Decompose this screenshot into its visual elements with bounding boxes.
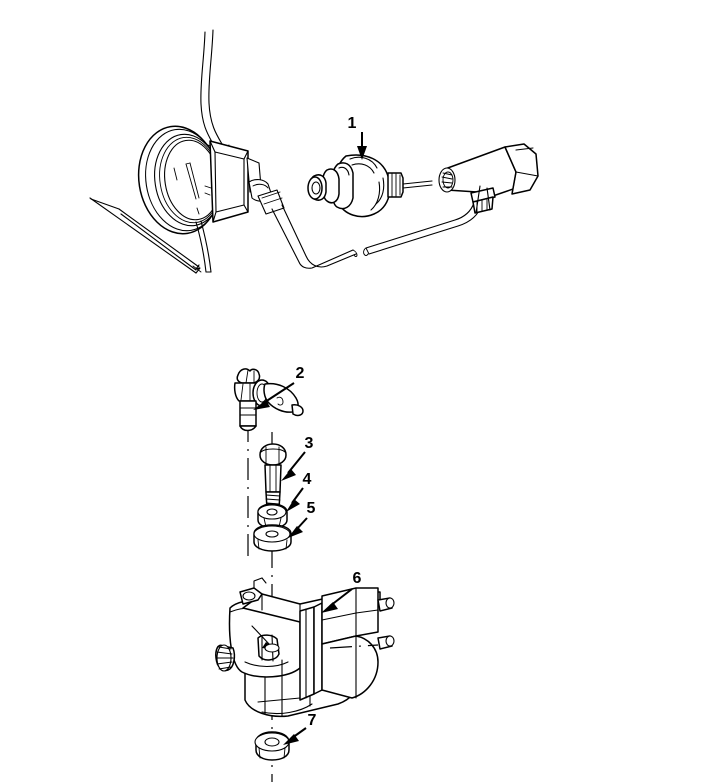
gauge-needle xyxy=(173,162,212,215)
callout-7: 7 xyxy=(283,712,317,745)
flat-washer xyxy=(253,524,292,552)
callout-2-label: 2 xyxy=(296,365,305,382)
elbow-fitting xyxy=(233,368,304,432)
lockwasher xyxy=(257,503,288,529)
bottom-washer xyxy=(254,731,290,761)
callout-5: 5 xyxy=(288,500,316,538)
callout-3: 3 xyxy=(281,435,314,481)
callout-6-label: 6 xyxy=(353,570,362,587)
tee-fitting xyxy=(438,143,539,214)
callout-5-label: 5 xyxy=(307,500,316,517)
callout-4: 4 xyxy=(286,471,312,512)
low-air-pressure-switch xyxy=(307,154,433,218)
dash-panel-edge xyxy=(89,197,202,274)
gauge-hose-connector xyxy=(246,157,285,215)
upper-assembly-group: 1 xyxy=(89,29,539,274)
governor-body xyxy=(215,577,395,718)
callout-3-label: 3 xyxy=(305,435,314,452)
callout-2: 2 xyxy=(253,365,305,410)
gauge-housing xyxy=(195,140,249,273)
callout-6: 6 xyxy=(321,570,362,613)
callout-7-label: 7 xyxy=(308,712,317,729)
callout-1-label: 1 xyxy=(348,115,357,132)
callout-1: 1 xyxy=(348,115,367,160)
lower-assembly-group: 2 3 xyxy=(215,365,395,782)
callout-4-label: 4 xyxy=(303,471,312,488)
air-pressure-gauge xyxy=(137,125,285,273)
